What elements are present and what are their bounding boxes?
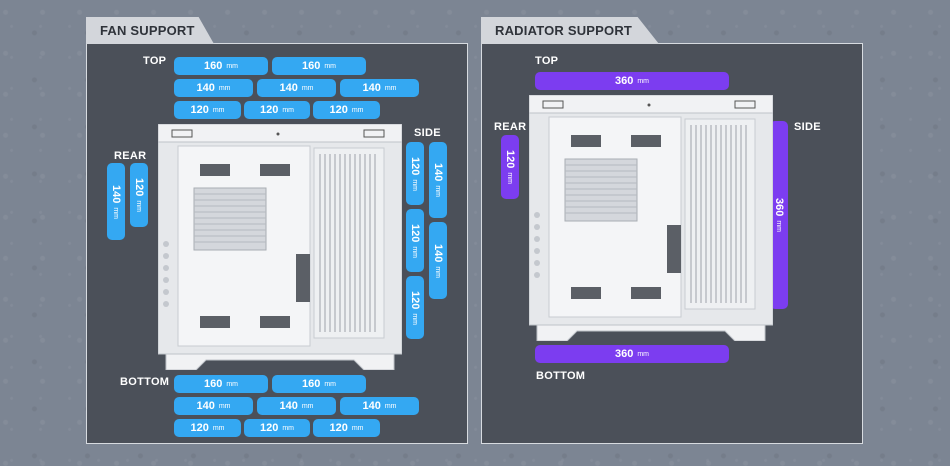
- fan-unit: mm: [212, 106, 225, 114]
- fan-size: 120: [329, 422, 348, 434]
- fan-unit: mm: [226, 380, 239, 388]
- fan-size: 120: [409, 290, 421, 309]
- fan-size: 140: [279, 400, 298, 412]
- fan-unit: mm: [301, 402, 314, 410]
- fan-unit: mm: [218, 84, 231, 92]
- radiator-unit: mm: [775, 220, 783, 233]
- radiator-side-label: SIDE: [794, 121, 821, 133]
- fan-unit: mm: [226, 62, 239, 70]
- radiator-size: 360: [614, 75, 634, 87]
- fan-unit: mm: [282, 106, 295, 114]
- fan-unit: mm: [411, 245, 419, 258]
- fan-unit: mm: [384, 402, 397, 410]
- fan-unit: mm: [411, 312, 419, 325]
- fan-size: 140: [279, 82, 298, 94]
- radiator-side-360-pill: 360 mm: [770, 121, 788, 309]
- fan-size: 140: [362, 82, 381, 94]
- fan-size: 140: [196, 400, 215, 412]
- pc-case-illustration: [158, 124, 402, 370]
- radiator-unit: mm: [637, 350, 650, 358]
- fan-side-label: SIDE: [414, 127, 441, 139]
- fan-unit: mm: [218, 402, 231, 410]
- radiator-size: 360: [614, 348, 634, 360]
- fan-top-label: TOP: [143, 55, 167, 67]
- pc-case-illustration: [529, 95, 773, 341]
- fan-size: 120: [329, 104, 348, 116]
- radiator-rear-label: REAR: [494, 121, 527, 133]
- fan-side-120-pill: 120 mm: [406, 276, 424, 339]
- fan-unit: mm: [434, 265, 442, 278]
- fan-rear-140-pill: 140 mm: [107, 163, 125, 240]
- fan-side-120-pill: 120 mm: [406, 209, 424, 272]
- fan-size: 140: [362, 400, 381, 412]
- fan-unit: mm: [351, 424, 364, 432]
- fan-unit: mm: [135, 200, 143, 213]
- fan-size: 120: [190, 422, 209, 434]
- fan-unit: mm: [112, 206, 120, 219]
- fan-unit: mm: [301, 84, 314, 92]
- fan-size: 160: [301, 60, 321, 72]
- radiator-top-label: TOP: [535, 55, 559, 67]
- fan-unit: mm: [282, 424, 295, 432]
- fan-size: 160: [301, 378, 321, 390]
- fan-bottom-label: BOTTOM: [120, 376, 170, 388]
- fan-size: 140: [196, 82, 215, 94]
- fan-rear-label: REAR: [114, 150, 147, 162]
- fan-support-tab: FAN SUPPORT: [86, 17, 214, 44]
- fan-unit: mm: [324, 380, 337, 388]
- fan-unit: mm: [434, 185, 442, 198]
- fan-size: 120: [409, 223, 421, 242]
- radiator-unit: mm: [506, 172, 514, 185]
- fan-size: 120: [259, 104, 279, 116]
- fan-size: 120: [133, 177, 145, 197]
- fan-side-120-pill: 120 mm: [406, 142, 424, 205]
- radiator-size: 360: [773, 197, 785, 217]
- radiator-size: 120: [504, 149, 516, 169]
- radiator-bottom-label: BOTTOM: [536, 370, 586, 382]
- fan-unit: mm: [212, 424, 225, 432]
- fan-size: 160: [203, 378, 223, 390]
- fan-unit: mm: [411, 178, 419, 191]
- fan-size: 120: [190, 104, 209, 116]
- fan-unit: mm: [384, 84, 397, 92]
- radiator-support-tab: RADIATOR SUPPORT: [481, 17, 659, 44]
- radiator-unit: mm: [637, 77, 650, 85]
- fan-unit: mm: [324, 62, 337, 70]
- fan-size: 140: [432, 243, 444, 262]
- radiator-rear-120-pill: 120 mm: [501, 135, 519, 199]
- fan-size: 140: [432, 162, 444, 182]
- fan-side-140-pill: 140 mm: [429, 222, 447, 299]
- fan-unit: mm: [351, 106, 364, 114]
- fan-rear-120-pill: 120 mm: [130, 163, 148, 227]
- fan-size: 120: [409, 156, 421, 175]
- fan-size: 140: [110, 184, 122, 203]
- fan-size: 120: [259, 422, 279, 434]
- fan-side-140-pill: 140 mm: [429, 142, 447, 218]
- fan-size: 160: [203, 60, 223, 72]
